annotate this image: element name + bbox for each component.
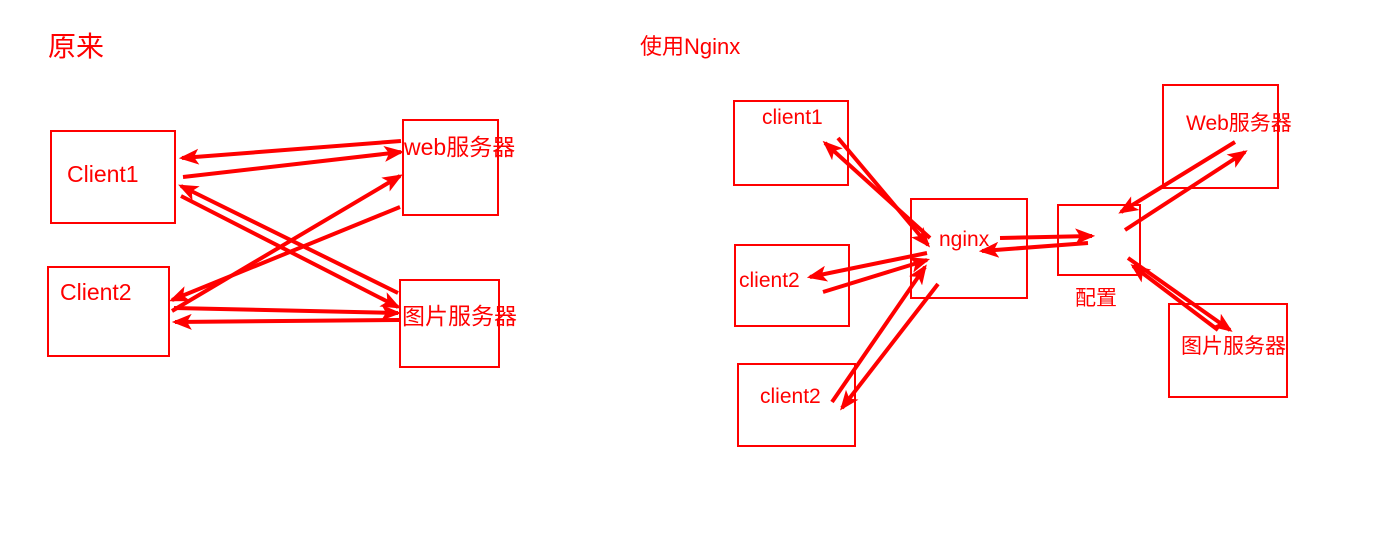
node-image-server[interactable]	[399, 279, 500, 368]
node-config[interactable]	[1057, 204, 1141, 276]
arrow-image-server-to-client2-left	[171, 313, 400, 330]
section-title-after: 使用Nginx	[640, 34, 741, 59]
node-label-client1-left: Client1	[67, 161, 139, 187]
caption-config-caption: 配置	[1075, 287, 1117, 310]
arrow-nginx-to-client2-bot	[840, 282, 940, 411]
node-client2-left[interactable]	[47, 266, 170, 357]
node-label-web-server-2: Web服务器	[1186, 112, 1292, 135]
node-label-client1-right: client1	[762, 106, 823, 129]
arrow-client1-left-to-web-server	[182, 145, 405, 179]
arrow-client2-left-to-image-server	[173, 304, 402, 321]
arrow-image-server-to-client1-left	[178, 184, 399, 295]
node-web-server[interactable]	[402, 119, 499, 216]
node-label-client2-bot: client2	[760, 385, 821, 408]
node-label-image-server: 图片服务器	[402, 303, 517, 329]
arrow-web-server-to-client1-left	[178, 139, 402, 165]
node-label-client2-left: Client2	[60, 279, 132, 305]
node-label-image-server-2: 图片服务器	[1181, 335, 1286, 358]
arrow-client2-left-to-web-server	[170, 174, 403, 313]
node-label-web-server: web服务器	[404, 134, 516, 160]
section-title-before: 原来	[48, 31, 105, 62]
arrow-client1-left-to-image-server	[180, 194, 401, 309]
node-web-server-2[interactable]	[1162, 84, 1279, 189]
node-label-client2-mid: client2	[739, 269, 800, 292]
node-label-nginx: nginx	[939, 228, 990, 251]
arrow-web-server-to-client2-left	[169, 205, 401, 302]
